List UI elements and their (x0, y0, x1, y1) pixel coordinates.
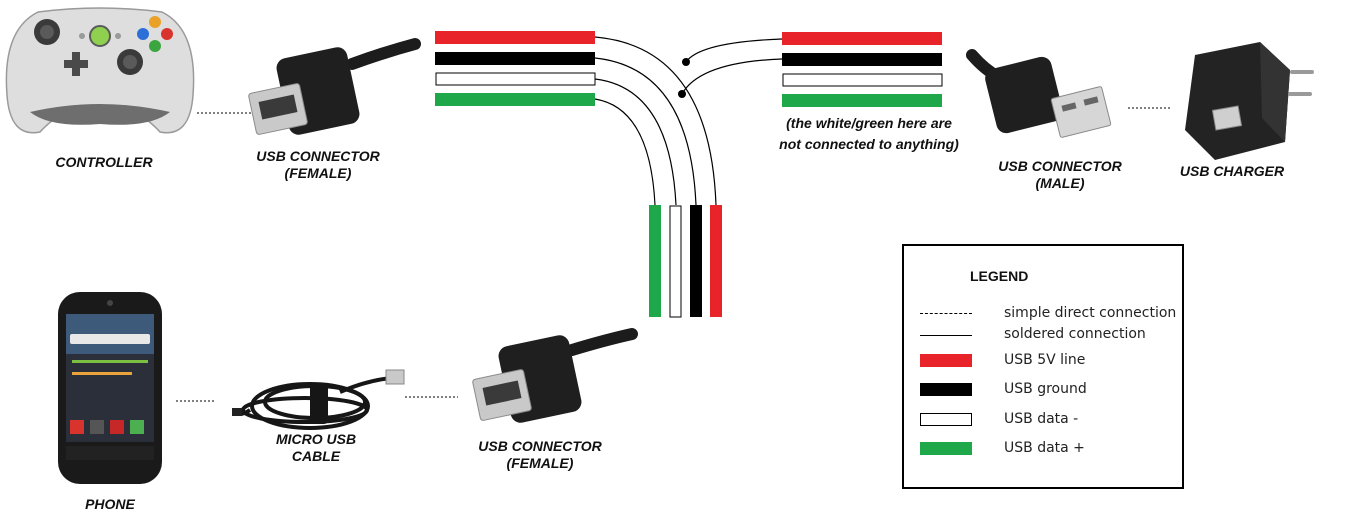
wire-bottom-red (710, 205, 722, 317)
legend-item-5v: USB 5V line (918, 351, 1180, 371)
legend-item-data-minus: USB data - (918, 410, 1180, 430)
solder-line-red (594, 36, 717, 206)
wire-bottom-black (690, 205, 702, 317)
wire-bottom-white (669, 205, 682, 318)
controller-icon (5, 7, 195, 134)
legend-item-data-plus: USB data + (918, 439, 1180, 459)
controller-label: CONTROLLER (55, 154, 153, 170)
usb-male-label: USB CONNECTOR (MALE) (998, 158, 1122, 191)
legend-solid-line-icon (918, 325, 972, 345)
legend-item-direct: simple direct connection (918, 304, 1180, 324)
solder-joint-red (682, 58, 690, 66)
usb-charger-label: USB CHARGER (1179, 163, 1285, 179)
cable-micro-plug-icon (232, 408, 242, 416)
usb-female-bottom-label: USB CONNECTOR (FEMALE) (478, 438, 602, 471)
wire-left-white (435, 72, 596, 86)
solder-line-black (594, 57, 697, 206)
wire-right-white (782, 73, 943, 87)
legend-red-swatch-icon (918, 351, 972, 371)
wire-left-green (435, 93, 595, 106)
legend-green-swatch-icon (918, 439, 972, 459)
wire-left-red (435, 31, 595, 44)
usb-female-top-label: USB CONNECTOR (FEMALE) (256, 148, 380, 181)
solder-joint-black (678, 90, 686, 98)
wire-right-red (782, 32, 942, 45)
solder-line-right-red (685, 38, 783, 63)
wire-bottom-green (649, 205, 661, 317)
micro-usb-cable-label: MICRO USB CABLE (275, 431, 357, 464)
legend-item-soldered: soldered connection (918, 325, 1180, 345)
usb-female-connector-bottom-icon (472, 328, 638, 423)
legend-dotted-line-icon (918, 304, 972, 324)
wire-left-black (435, 52, 595, 65)
legend-title: LEGEND (970, 268, 1029, 284)
legend-item-ground: USB ground (918, 380, 1180, 400)
solder-line-green (594, 98, 656, 206)
usb-male-connector-icon (966, 49, 1112, 138)
usb-female-connector-top-icon (248, 38, 421, 135)
cable-ferrite-icon (310, 384, 328, 424)
legend-white-swatch-icon (918, 410, 972, 430)
cable-usb-plug-icon (385, 369, 405, 385)
not-connected-note: (the white/green here are not connected … (779, 115, 959, 152)
legend-black-swatch-icon (918, 380, 972, 400)
wire-right-black (782, 53, 942, 66)
wire-right-green (782, 94, 942, 107)
phone-icon (58, 292, 162, 484)
phone-label: PHONE (85, 496, 135, 512)
legend-box: LEGEND simple direct connection soldered… (902, 244, 1184, 489)
solder-line-white (594, 78, 677, 206)
usb-charger-icon (1185, 42, 1314, 160)
solder-line-right-black (681, 58, 783, 95)
